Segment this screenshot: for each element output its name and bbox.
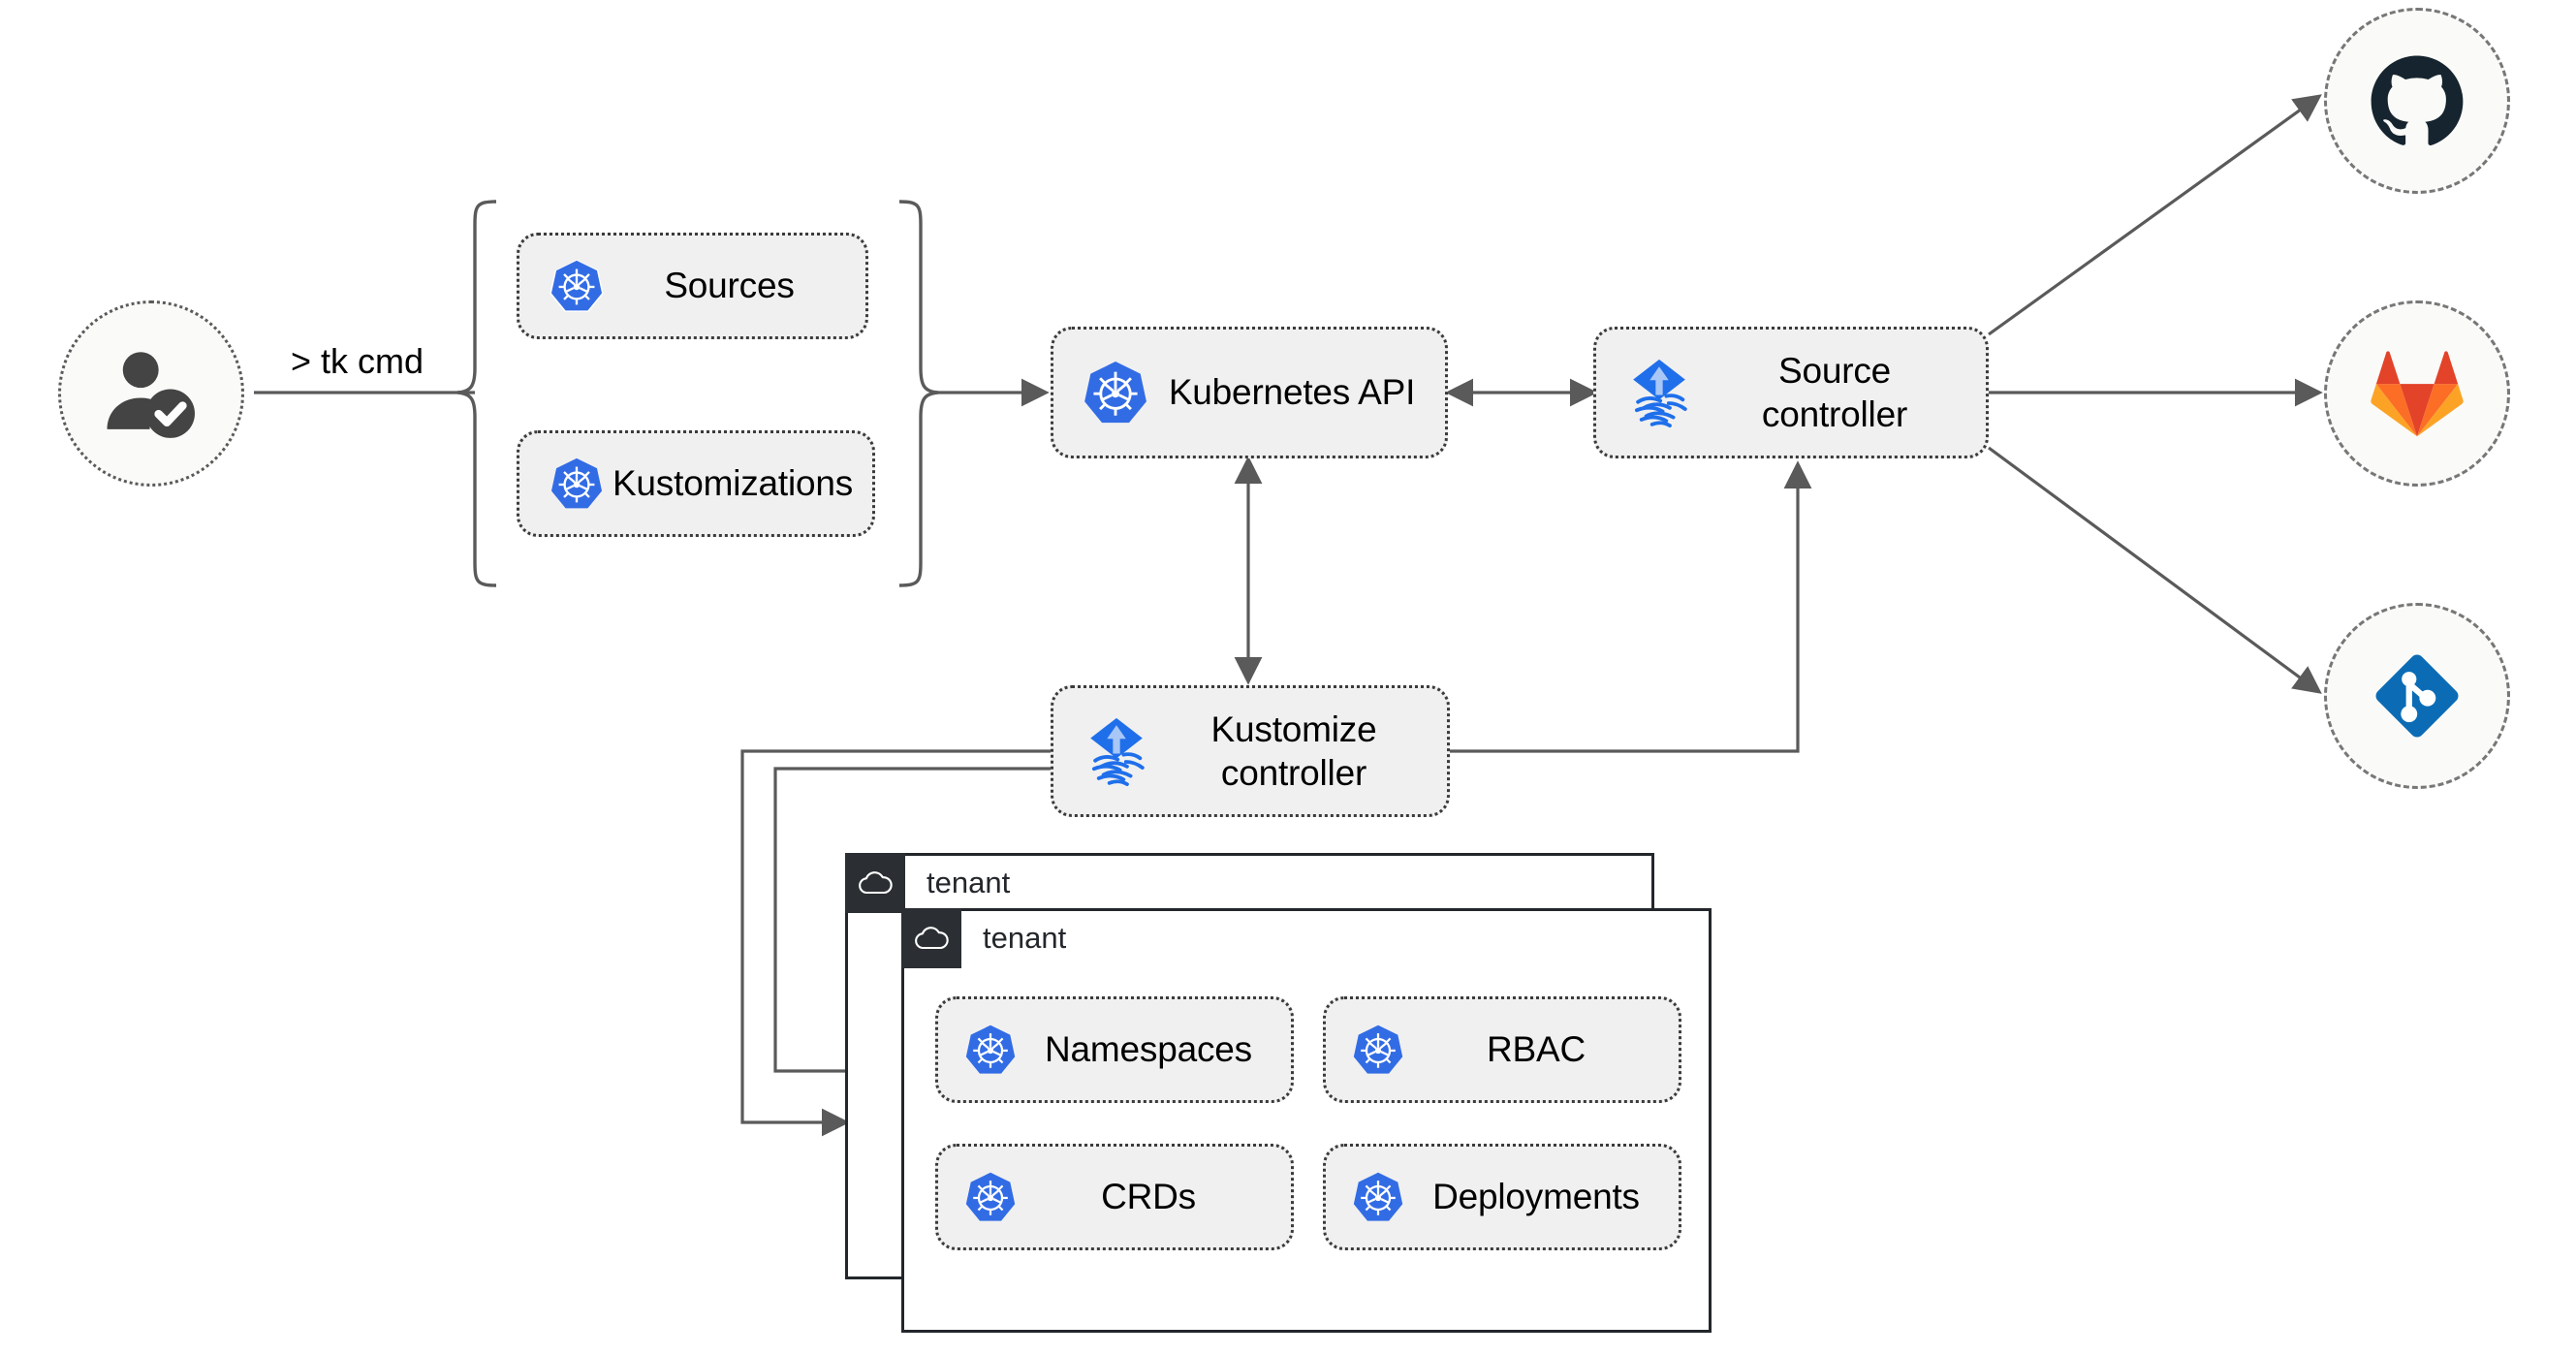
cloud-icon [845,853,905,913]
tenant-resource-label: Namespaces [1045,1029,1252,1070]
provider-git[interactable] [2324,603,2510,789]
tenant-resource-rbac[interactable]: RBAC [1323,996,1681,1103]
kubernetes-icon [961,1168,1020,1226]
kubernetes-icon [1349,1021,1407,1079]
tenant-resource-deployments[interactable]: Deployments [1323,1144,1681,1250]
tenant-resource-label: Deployments [1432,1177,1640,1217]
kubernetes-api-node[interactable]: Kubernetes API [1051,327,1448,458]
tenant-title: tenant [927,866,1011,899]
flux-icon [1079,713,1154,789]
edge-source-to-github [1988,94,2322,336]
kubernetes-icon [1079,356,1152,429]
provider-gitlab[interactable] [2324,300,2510,487]
kubernetes-icon [1349,1168,1407,1226]
tenant-tab-back: tenant [845,853,1010,913]
brace-right [898,200,939,587]
tenant-resource-namespaces[interactable]: Namespaces [935,996,1294,1103]
kubernetes-icon [547,454,607,514]
user-check-icon [107,352,195,438]
brace-left [456,200,497,587]
flux-icon [1621,355,1697,430]
tenant-resource-label: RBAC [1487,1029,1586,1070]
tenant-resource-label: CRDs [1101,1177,1196,1217]
resource-label: Sources [664,266,795,306]
provider-github[interactable] [2324,8,2510,194]
git-repository-icon [2375,654,2459,738]
edge-kustomize-to-source [1450,460,1812,753]
resource-label: Kustomizations [612,463,854,504]
tenant-title: tenant [983,921,1067,955]
kubernetes-icon [961,1021,1020,1079]
kubernetes-api-label: Kubernetes API [1168,372,1416,413]
command-label: > tk cmd [291,341,424,381]
resource-box-kustomizations[interactable]: Kustomizations [517,430,875,537]
kubernetes-icon [547,256,607,316]
actor-verified-user[interactable] [58,300,244,487]
github-icon [2371,55,2464,145]
resource-box-sources[interactable]: Sources [517,233,868,339]
tenant-resource-crds[interactable]: CRDs [935,1144,1294,1250]
cloud-icon [901,908,961,968]
edge-source-to-git [1988,446,2322,694]
tenant-window-front[interactable]: tenant Na [901,908,1712,1333]
gitlab-icon [2371,351,2464,437]
tenant-tab-front: tenant [901,908,1066,968]
